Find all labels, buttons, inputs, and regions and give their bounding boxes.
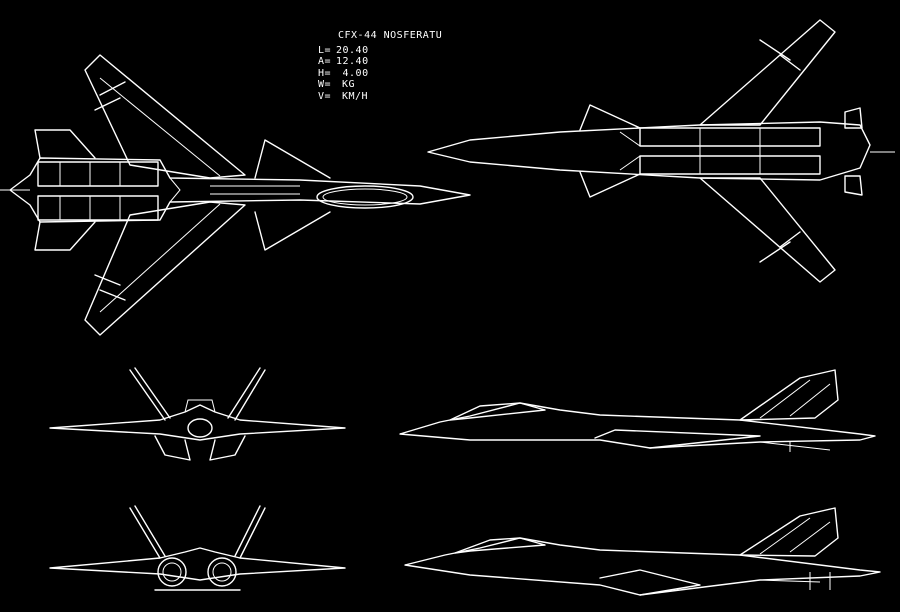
front-view <box>49 367 346 461</box>
spec-unit: KG <box>342 79 356 90</box>
spec-key: H= <box>318 67 332 79</box>
top-view <box>0 54 471 336</box>
rear-view <box>49 505 346 591</box>
spec-key: V= <box>318 90 332 102</box>
spec-value: 12.40 <box>336 56 369 67</box>
bottom-view <box>427 19 895 283</box>
spec-key: W= <box>318 79 332 90</box>
spec-row-length: L= 20.40 <box>318 45 442 57</box>
aircraft-title: CFX-44 NOSFERATU <box>338 30 443 41</box>
side-view-2 <box>404 507 881 596</box>
spec-row-height: H= 4.00 <box>318 68 442 80</box>
spec-row-speed: V= KM/H <box>318 91 442 103</box>
side-view-1 <box>399 369 876 452</box>
spec-key: A= <box>318 56 332 67</box>
spec-unit: KM/H <box>342 90 369 102</box>
spec-block: CFX-44 NOSFERATU L= 20.40 A= 12.40 H= 4.… <box>318 30 442 102</box>
spec-row-wingspan: A= 12.40 <box>318 56 442 68</box>
spec-value: 20.40 <box>336 44 369 56</box>
spec-row-weight: W= KG <box>318 79 442 91</box>
spec-value: 4.00 <box>336 67 369 79</box>
spec-key: L= <box>318 44 332 56</box>
